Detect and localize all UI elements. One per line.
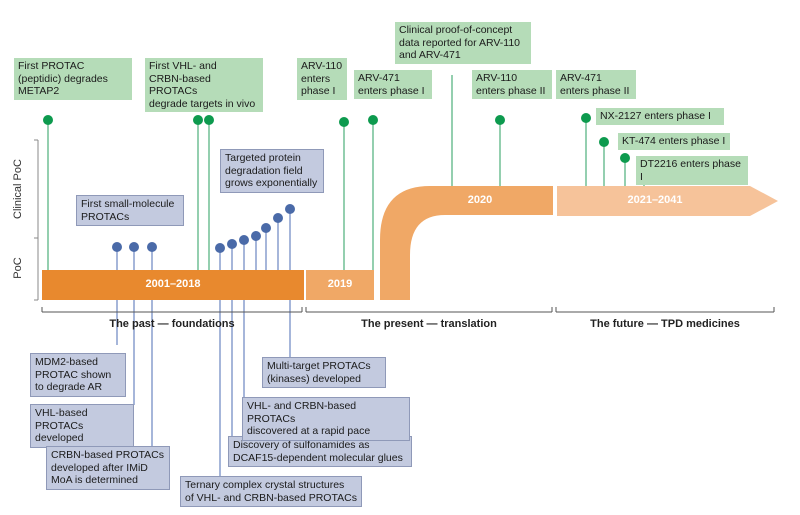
label-ternary-complex: Ternary complex crystal structures of VH… bbox=[180, 476, 362, 507]
dot-nx2127 bbox=[599, 137, 609, 147]
bar-label-future: 2021–2041 bbox=[627, 194, 683, 206]
label-vhl-protacs-developed: VHL-based PROTACs developed bbox=[30, 404, 134, 448]
label-first-protac-metap2: First PROTAC (peptidic) degrades METAP2 bbox=[14, 58, 132, 100]
label-nx2127: NX-2127 enters phase I bbox=[596, 108, 724, 125]
poc-stems-lower bbox=[116, 300, 291, 478]
bar-label-past: 2001–2018 bbox=[145, 278, 201, 290]
dot-arv110-phase2 bbox=[495, 115, 505, 125]
dot-arv471-phase1 bbox=[368, 115, 378, 125]
clinical-stems bbox=[47, 75, 645, 270]
label-arv471-phase1: ARV-471 enters phase I bbox=[354, 70, 432, 99]
label-crbn-protacs-developed: CRBN-based PROTACs developed after IMiD … bbox=[46, 446, 170, 490]
dot-vhl-crbn-vivo-2 bbox=[204, 115, 214, 125]
label-kt474: KT-474 enters phase I bbox=[618, 133, 730, 150]
label-vhl-crbn-in-vivo: First VHL- and CRBN-based PROTACs degrad… bbox=[145, 58, 263, 112]
label-sulfonamides-glues: Discovery of sulfonamides as DCAF15-depe… bbox=[228, 436, 412, 467]
label-arv110-phase1: ARV-110 enters phase I bbox=[297, 58, 347, 100]
label-arv471-phase2: ARV-471 enters phase II bbox=[556, 70, 636, 99]
clinical-dots bbox=[43, 113, 649, 179]
bar-future-arrow bbox=[557, 186, 778, 216]
axis-label-clinical-poc: Clinical PoC bbox=[12, 159, 24, 219]
bar-2020 bbox=[380, 186, 553, 300]
dot-metap2 bbox=[43, 115, 53, 125]
bar-past bbox=[42, 270, 304, 300]
axis-brackets bbox=[34, 139, 39, 301]
label-dt2216: DT2216 enters phase I bbox=[636, 156, 748, 185]
era-brackets bbox=[41, 307, 775, 313]
dot-vhl-crbn-vivo-1 bbox=[193, 115, 203, 125]
label-rapid-pace: VHL- and CRBN-based PROTACs discovered a… bbox=[242, 397, 410, 441]
era-label-past: The past — foundations bbox=[109, 318, 235, 330]
label-clinical-poc-data: Clinical proof-of-concept data reported … bbox=[395, 22, 531, 64]
dot-arv110-phase1 bbox=[339, 117, 349, 127]
label-first-small-molecule: First small-molecule PROTACs bbox=[76, 195, 184, 226]
bar-2019 bbox=[306, 270, 374, 300]
label-field-grows: Targeted protein degradation field grows… bbox=[220, 149, 324, 193]
bar-label-2020: 2020 bbox=[467, 194, 493, 206]
bar-label-2019: 2019 bbox=[327, 278, 353, 290]
poc-stems-upper bbox=[116, 209, 291, 270]
dot-kt474 bbox=[620, 153, 630, 163]
axis-label-poc: PoC bbox=[12, 257, 24, 279]
label-arv110-phase2: ARV-110 enters phase II bbox=[472, 70, 552, 99]
label-mdm2-protac: MDM2-based PROTAC shown to degrade AR bbox=[30, 353, 126, 397]
poc-dots bbox=[112, 204, 295, 253]
dot-arv471-phase2 bbox=[581, 113, 591, 123]
era-label-future: The future — TPD medicines bbox=[590, 318, 740, 330]
label-multi-target: Multi-target PROTACs (kinases) developed bbox=[262, 357, 386, 388]
era-label-present: The present — translation bbox=[361, 318, 497, 330]
